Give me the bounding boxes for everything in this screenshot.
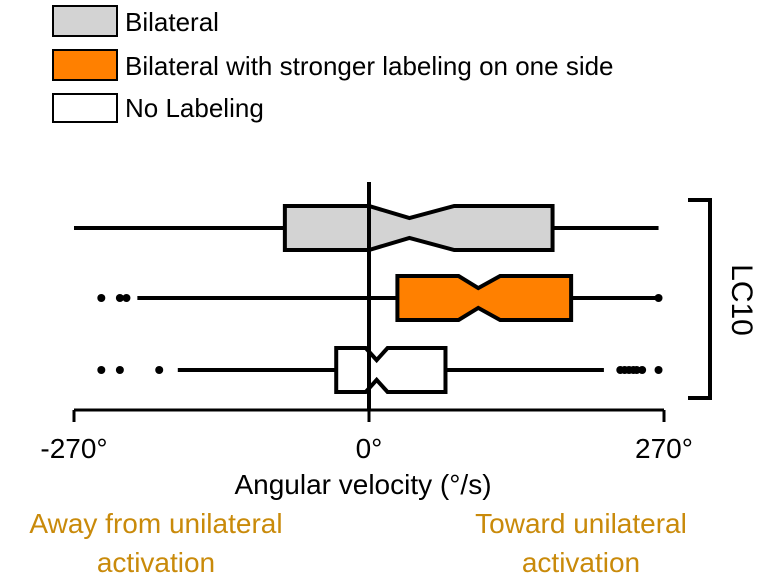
box-1 bbox=[395, 274, 574, 322]
direction-right-line1: Toward unilateral bbox=[475, 508, 687, 539]
outlier-point bbox=[155, 366, 164, 374]
outlier-point bbox=[115, 294, 124, 302]
box-0 bbox=[282, 204, 555, 252]
legend-label-no-labeling: No Labeling bbox=[125, 93, 264, 123]
outlier-point bbox=[115, 366, 124, 374]
legend-label-stronger: Bilateral with stronger labeling on one … bbox=[125, 51, 614, 81]
box-2 bbox=[334, 346, 448, 394]
legend: Bilateral Bilateral with stronger labeli… bbox=[52, 5, 614, 123]
legend-swatch-no-labeling bbox=[52, 93, 118, 123]
x-tick-label: 270° bbox=[635, 433, 693, 464]
plot-area: -270° 0° 270° bbox=[40, 182, 693, 464]
legend-label-bilateral: Bilateral bbox=[125, 7, 219, 37]
legend-entry: Bilateral with stronger labeling on one … bbox=[52, 49, 614, 81]
bracket-line bbox=[688, 198, 712, 400]
group-label: LC10 bbox=[725, 264, 758, 336]
direction-right: Toward unilateral activation bbox=[475, 508, 687, 578]
legend-entry: Bilateral bbox=[52, 5, 219, 37]
outlier-point bbox=[638, 366, 647, 374]
direction-left-line2: activation bbox=[97, 547, 215, 578]
x-tick-label: 0° bbox=[356, 433, 383, 464]
legend-entry: No Labeling bbox=[52, 93, 264, 123]
direction-left-line1: Away from unilateral bbox=[29, 508, 282, 539]
outlier-point bbox=[97, 294, 106, 302]
legend-swatch-stronger bbox=[52, 49, 118, 81]
outlier-point bbox=[122, 294, 131, 302]
direction-left: Away from unilateral activation bbox=[29, 508, 282, 578]
outlier-point bbox=[97, 366, 106, 374]
group-bracket: LC10 bbox=[688, 198, 758, 400]
x-tick-label: -270° bbox=[40, 433, 107, 464]
x-axis-label: Angular velocity (°/s) bbox=[234, 469, 491, 500]
outlier-point bbox=[654, 366, 663, 374]
outlier-point bbox=[654, 294, 663, 302]
legend-swatch-bilateral bbox=[52, 5, 118, 37]
direction-right-line2: activation bbox=[522, 547, 640, 578]
